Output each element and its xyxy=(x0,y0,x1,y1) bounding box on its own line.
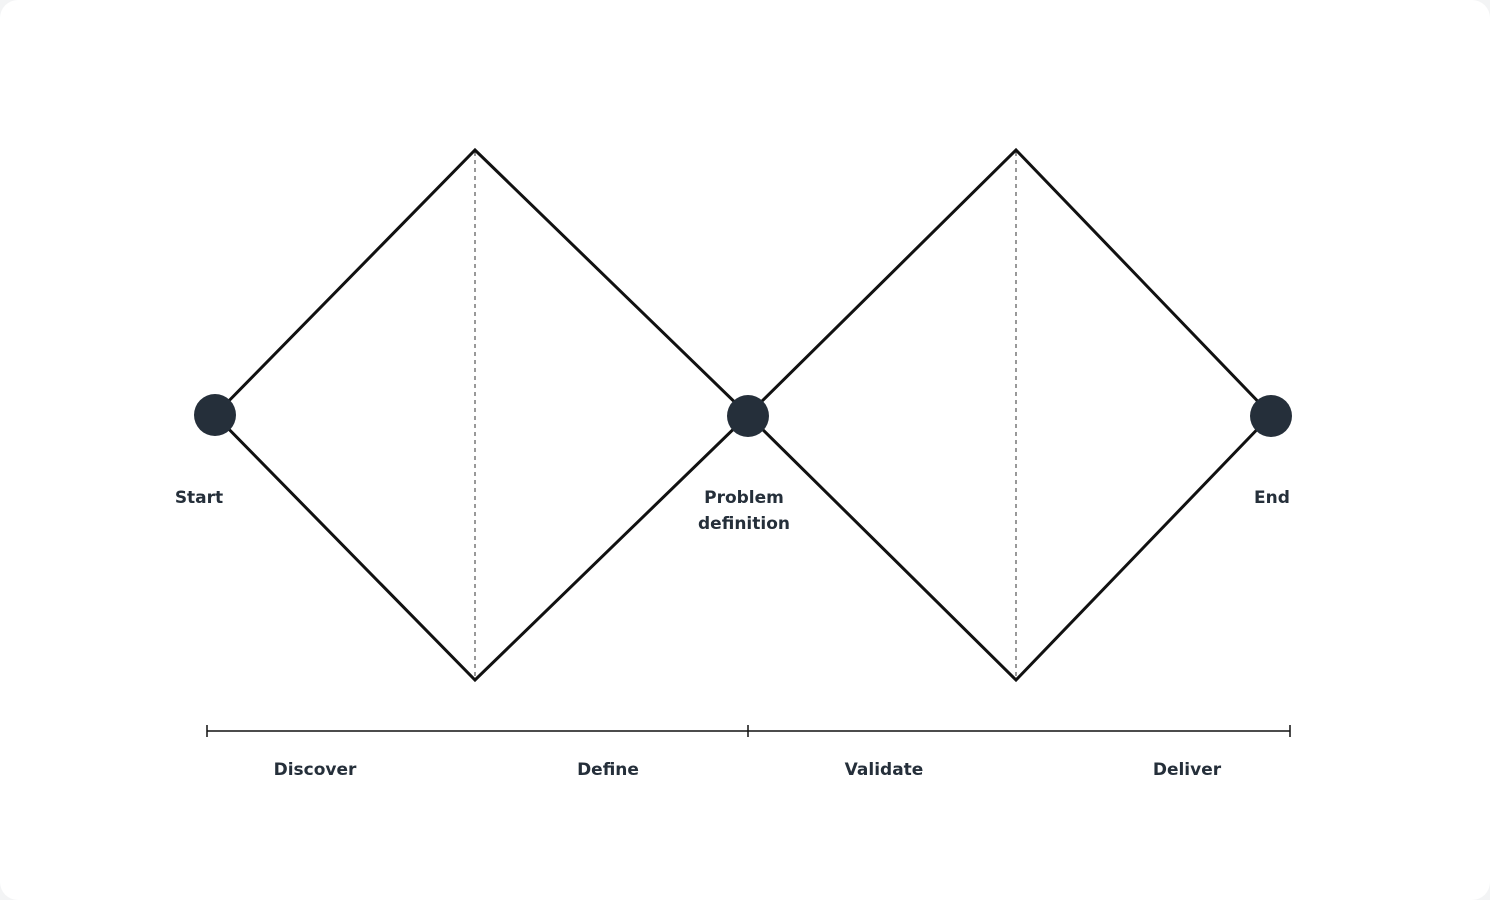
problem-definition-node xyxy=(727,395,769,437)
start-label: Start xyxy=(175,488,223,508)
end-label: End xyxy=(1254,488,1290,508)
problem-definition-label-line1: Problem xyxy=(704,488,784,508)
validate-deliver-diamond xyxy=(745,147,1274,683)
phase-define-label: Define xyxy=(577,760,639,780)
phase-discover-label: Discover xyxy=(274,760,357,780)
discover-define-diamond xyxy=(212,147,751,683)
phase-deliver-label: Deliver xyxy=(1153,760,1222,780)
end-node xyxy=(1250,395,1292,437)
phase-validate-label: Validate xyxy=(845,760,924,780)
start-node xyxy=(194,394,236,436)
problem-definition-label-line2: definition xyxy=(698,514,790,534)
